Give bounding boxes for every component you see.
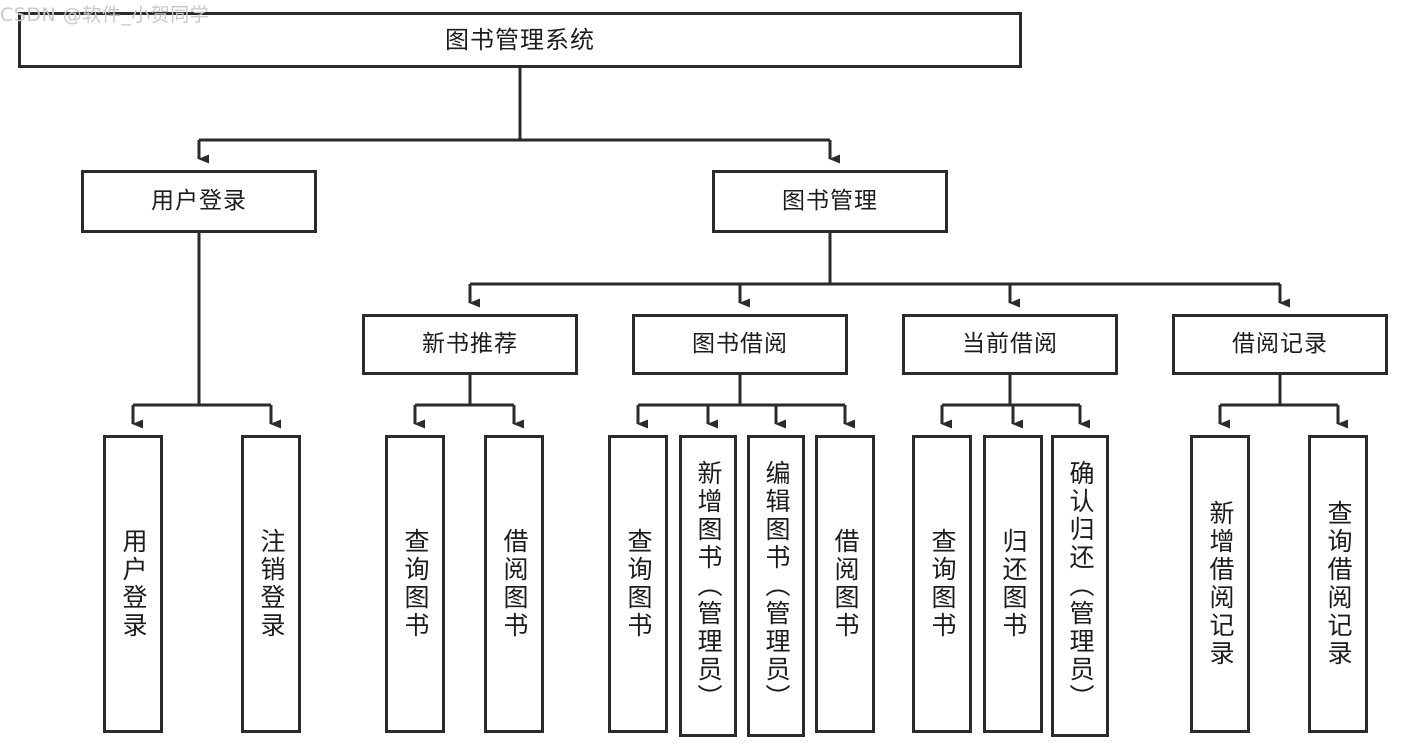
node-leaf-query-book-rec[interactable]: 查询图书 [385,435,445,733]
node-current-borrow[interactable]: 当前借阅 [902,314,1118,375]
node-label: 借阅图书 [831,528,860,640]
node-leaf-query-book-borrow[interactable]: 查询图书 [608,435,668,733]
node-leaf-return-book[interactable]: 归还图书 [983,435,1043,733]
node-root[interactable]: 图书管理系统 [18,12,1022,68]
node-label: 确认归还（管理员） [1066,460,1095,712]
node-label: 用户登录 [151,188,247,215]
node-leaf-borrow-book[interactable]: 借阅图书 [815,435,875,733]
node-label: 查询图书 [928,528,957,640]
node-borrow-record[interactable]: 借阅记录 [1172,314,1388,375]
node-label: 查询图书 [624,528,653,640]
node-label: 当前借阅 [962,331,1058,358]
node-label: 图书借阅 [692,331,788,358]
node-label: 归还图书 [999,528,1028,640]
node-label: 图书管理 [782,188,878,215]
node-leaf-add-book[interactable]: 新增图书（管理员） [679,435,737,737]
csdn-watermark: CSDN @软件_小贺同学 [0,4,210,26]
node-label: 查询图书 [401,528,430,640]
node-label: 新书推荐 [422,331,518,358]
node-book-manage[interactable]: 图书管理 [712,170,948,233]
node-label: 用户登录 [119,528,148,640]
node-label: 查询借阅记录 [1324,500,1353,668]
node-user-login[interactable]: 用户登录 [81,170,317,233]
node-book-borrow[interactable]: 图书借阅 [632,314,848,375]
node-leaf-user-logout[interactable]: 注销登录 [241,435,301,733]
node-label: 注销登录 [257,528,286,640]
node-leaf-confirm-return[interactable]: 确认归还（管理员） [1051,435,1109,737]
node-label: 新增借阅记录 [1206,500,1235,668]
node-label: 新增图书（管理员） [694,460,723,712]
node-new-book-rec[interactable]: 新书推荐 [362,314,578,375]
node-label: 借阅记录 [1232,331,1328,358]
node-label: 图书管理系统 [445,26,595,54]
node-leaf-add-record[interactable]: 新增借阅记录 [1190,435,1250,733]
node-label: 借阅图书 [500,528,529,640]
node-label: 编辑图书（管理员） [762,460,791,712]
node-leaf-query-record[interactable]: 查询借阅记录 [1308,435,1368,733]
node-leaf-user-login[interactable]: 用户登录 [103,435,163,733]
node-leaf-borrow-book-rec[interactable]: 借阅图书 [484,435,544,733]
node-leaf-query-book-cur[interactable]: 查询图书 [912,435,972,733]
node-leaf-edit-book[interactable]: 编辑图书（管理员） [747,435,805,737]
